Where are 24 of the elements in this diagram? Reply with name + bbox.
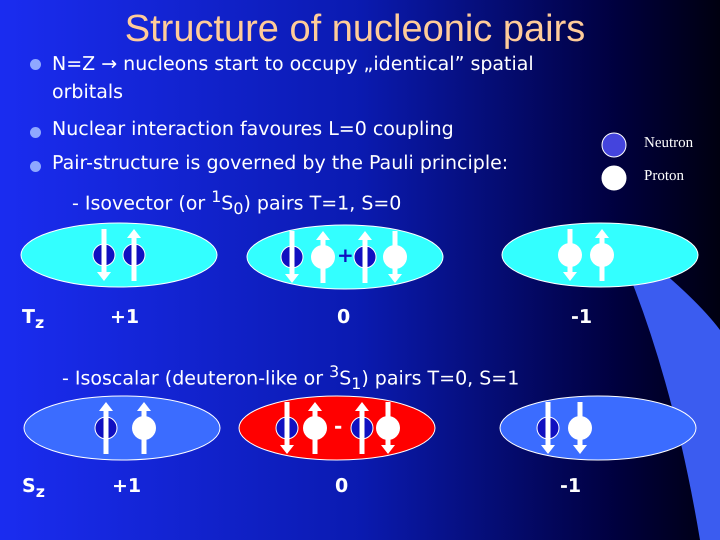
axis-value-label: 0 xyxy=(337,306,350,328)
axis-value-label: +1 xyxy=(110,306,140,328)
legend-label: Neutron xyxy=(644,135,694,152)
orbital-ellipse xyxy=(23,395,221,461)
sub-bullet-text: - Isovector (or $^{1}$S$_{0}$) pairs T=1, S=0 xyxy=(72,187,402,218)
axis-value-label: -1 xyxy=(560,475,582,497)
orbital-ellipse xyxy=(20,222,218,288)
combination-sign: + xyxy=(337,245,354,265)
orbital-ellipse xyxy=(499,395,697,461)
orbital-ellipse xyxy=(501,222,699,288)
legend-label: Proton xyxy=(644,168,684,185)
axis-value-label: 0 xyxy=(335,475,348,497)
bullet-text: N=Z → nucleons start to occupy „identical” spatial orbitals xyxy=(52,52,535,105)
sub-bullet-text: - Isoscalar (deuteron-like or $^{3}$S$_{1}$) pairs T=0, S=1 xyxy=(62,362,520,394)
axis-value-label: -1 xyxy=(571,306,592,328)
axis-value-label: T$_{z}$ xyxy=(22,306,44,332)
axis-value-label: S$_{z}$ xyxy=(22,475,45,501)
bullet-text: Nuclear interaction favoures L=0 coupling xyxy=(52,118,454,140)
bullet-text: Pair-structure is governed by the Pauli principle: xyxy=(52,152,508,174)
axis-value-label: +1 xyxy=(112,475,142,497)
orbital-ellipse xyxy=(238,395,436,461)
combination-sign: - xyxy=(334,416,342,436)
orbital-ellipse xyxy=(246,224,444,290)
slide-title: Structure of nucleonic pairs xyxy=(124,8,586,51)
